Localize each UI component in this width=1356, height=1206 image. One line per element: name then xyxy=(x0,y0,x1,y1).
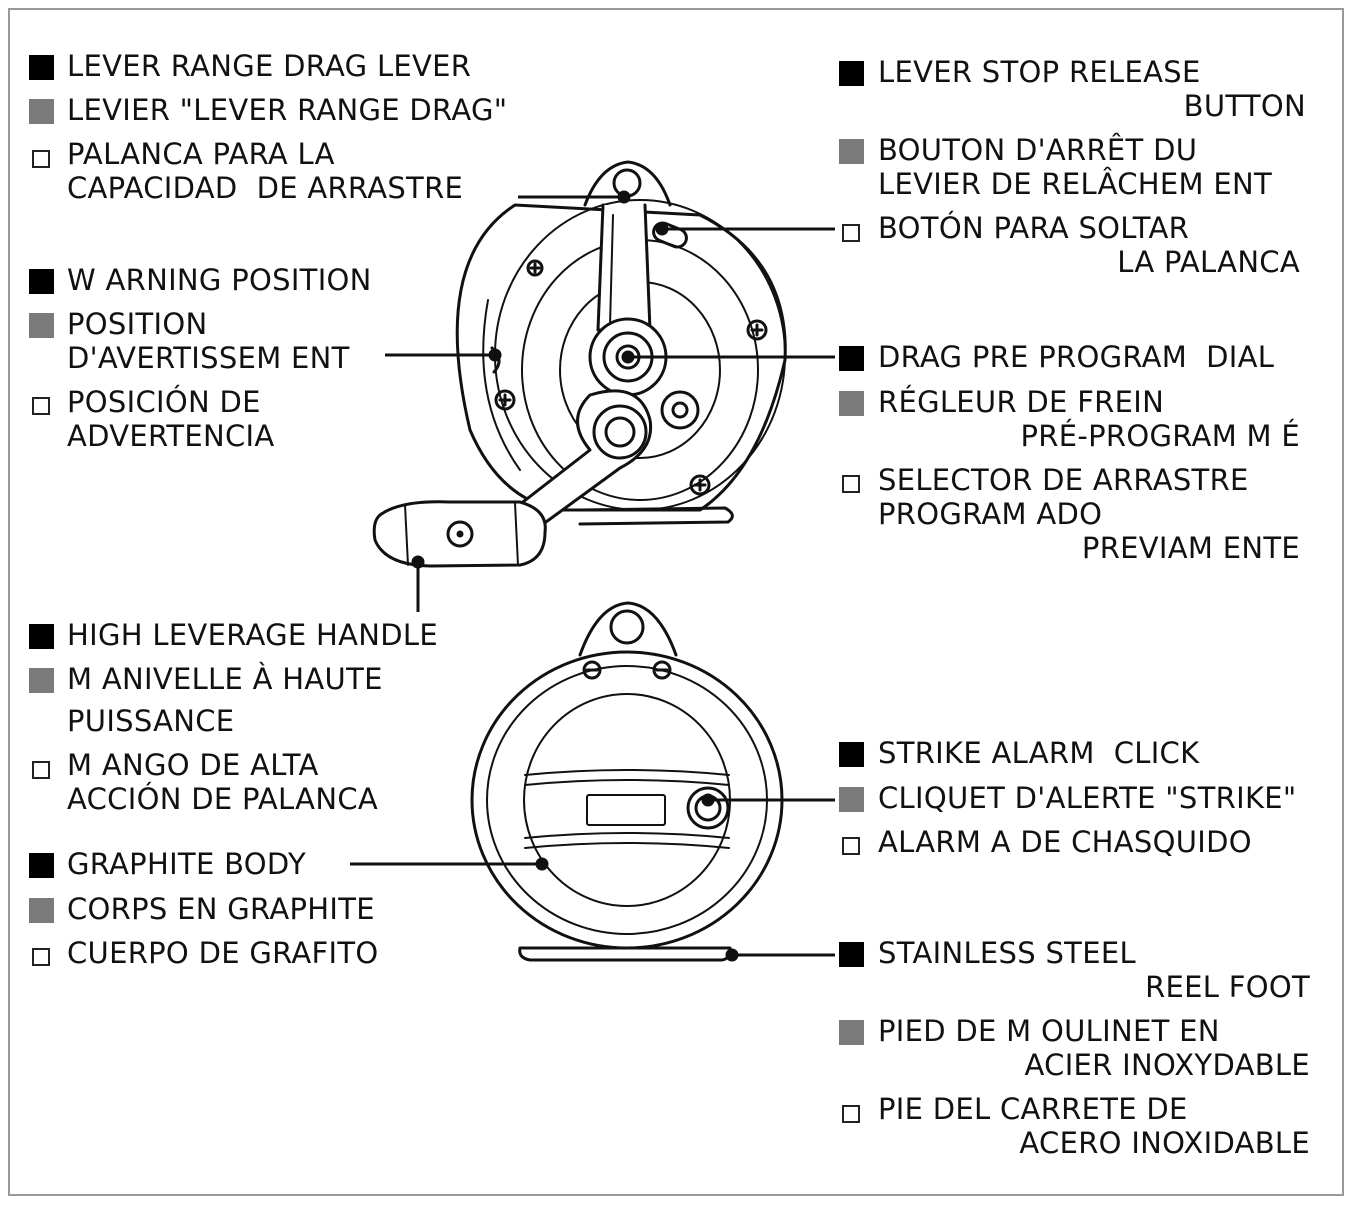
spanish-marker xyxy=(842,1105,860,1123)
reel-foot-es-2: ACERO INOXIDABLE xyxy=(1019,1126,1310,1160)
french-marker xyxy=(29,313,54,338)
drag-pre-program-dial-en: DRAG PRE PROGRAM DIAL xyxy=(878,340,1275,374)
drag-pre-program-dial-fr-2: PRÉ-PROGRAM M É xyxy=(1020,419,1300,453)
english-marker xyxy=(839,742,864,767)
warning-position-fr-2: D'AVERTISSEM ENT xyxy=(67,341,350,375)
graphite-body-es: CUERPO DE GRAFITO xyxy=(67,936,379,970)
lever-range-drag-lever-es-2: CAPACIDAD DE ARRASTRE xyxy=(67,171,464,205)
english-marker xyxy=(29,269,54,294)
french-marker xyxy=(29,668,54,693)
french-marker xyxy=(839,1020,864,1045)
lever-stop-release-button-en-1: LEVER STOP RELEASE xyxy=(878,55,1201,89)
high-leverage-handle-en: HIGH LEVERAGE HANDLE xyxy=(67,618,438,652)
spanish-marker xyxy=(842,224,860,242)
lever-range-drag-lever-fr: LEVIER "LEVER RANGE DRAG" xyxy=(67,93,508,127)
french-marker xyxy=(839,787,864,812)
high-leverage-handle-fr-1: M ANIVELLE À HAUTE xyxy=(67,662,383,696)
strike-alarm-click-en: STRIKE ALARM CLICK xyxy=(878,736,1200,770)
strike-alarm-click-es: ALARM A DE CHASQUIDO xyxy=(878,825,1252,859)
drag-pre-program-dial-es-3: PREVIAM ENTE xyxy=(1081,531,1300,565)
warning-position-es-1: POSICIÓN DE xyxy=(67,385,261,419)
lever-stop-release-button-en-2: BUTTON xyxy=(1183,89,1306,123)
drag-pre-program-dial-es-1: SELECTOR DE ARRASTRE xyxy=(878,463,1249,497)
spanish-marker xyxy=(842,475,860,493)
warning-position-en: W ARNING POSITION xyxy=(67,263,372,297)
english-marker xyxy=(839,346,864,371)
spanish-marker xyxy=(32,150,50,168)
spanish-marker xyxy=(32,397,50,415)
high-leverage-handle-es-1: M ANGO DE ALTA xyxy=(67,748,319,782)
lever-stop-release-button-fr-2: LEVIER DE RELÂCHEM ENT xyxy=(878,167,1273,201)
leader-lines xyxy=(350,190,835,962)
lever-stop-release-button-fr-1: BOUTON D'ARRÊT DU xyxy=(878,133,1198,167)
english-marker xyxy=(839,942,864,967)
french-marker xyxy=(29,898,54,923)
warning-position-fr-1: POSITION xyxy=(67,307,208,341)
reel-foot-en-2: REEL FOOT xyxy=(1145,970,1310,1004)
lever-range-drag-lever-en: LEVER RANGE DRAG LEVER xyxy=(67,49,472,83)
english-marker xyxy=(29,853,54,878)
reel-foot-fr-2: ACIER INOXYDABLE xyxy=(1024,1048,1310,1082)
english-marker xyxy=(29,55,54,80)
rear-view-reel xyxy=(470,601,784,962)
spanish-marker xyxy=(32,948,50,966)
french-marker xyxy=(839,391,864,416)
french-marker xyxy=(839,139,864,164)
lever-range-drag-lever-es-1: PALANCA PARA LA xyxy=(67,137,335,171)
reel-foot-es-1: PIE DEL CARRETE DE xyxy=(878,1092,1188,1126)
warning-position-es-2: ADVERTENCIA xyxy=(67,419,275,453)
strike-alarm-click-fr: CLIQUET D'ALERTE "STRIKE" xyxy=(878,781,1297,815)
graphite-body-fr: CORPS EN GRAPHITE xyxy=(67,892,375,926)
page-frame xyxy=(8,8,1344,1196)
lever-stop-release-button-es-2: LA PALANCA xyxy=(1117,245,1300,279)
drag-pre-program-dial-es-2: PROGRAM ADO xyxy=(878,497,1103,531)
french-marker xyxy=(29,99,54,124)
drag-pre-program-dial-fr-1: RÉGLEUR DE FREIN xyxy=(878,385,1165,419)
english-marker xyxy=(29,624,54,649)
spanish-marker xyxy=(842,837,860,855)
side-view-reel xyxy=(372,160,787,568)
graphite-body-en: GRAPHITE BODY xyxy=(67,847,306,881)
reel-foot-fr-1: PIED DE M OULINET EN xyxy=(878,1014,1220,1048)
reel-foot-en-1: STAINLESS STEEL xyxy=(878,936,1136,970)
lever-stop-release-button-es-1: BOTÓN PARA SOLTAR xyxy=(878,211,1190,245)
high-leverage-handle-fr-2: PUISSANCE xyxy=(67,704,235,738)
spanish-marker xyxy=(32,761,50,779)
high-leverage-handle-es-2: ACCIÓN DE PALANCA xyxy=(67,782,379,816)
english-marker xyxy=(839,61,864,86)
